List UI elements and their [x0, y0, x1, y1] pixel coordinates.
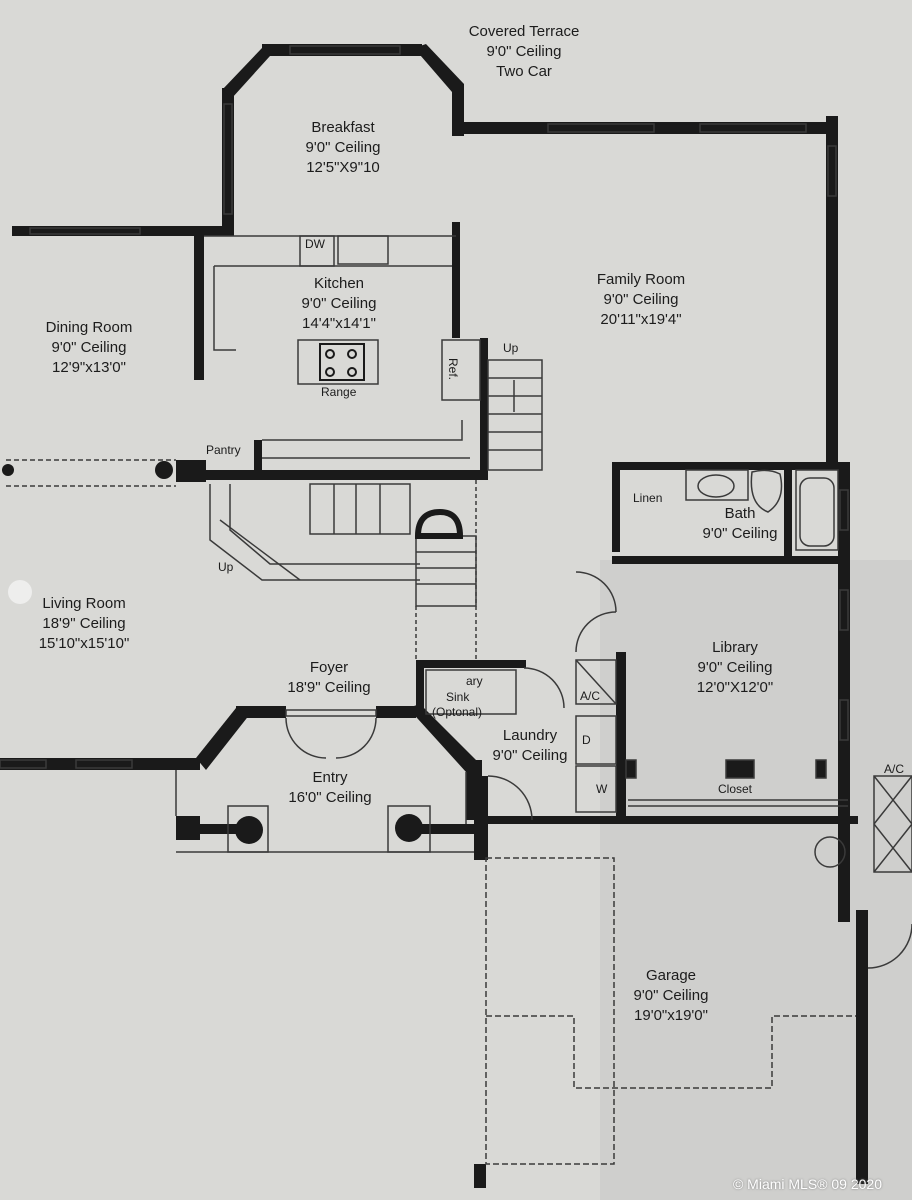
- room-ceiling: 16'0" Ceiling: [288, 789, 372, 806]
- room-ceiling: 18'9" Ceiling: [42, 615, 126, 632]
- column-entry-left: [235, 816, 263, 844]
- range-burners: [319, 343, 365, 381]
- stair-up-living: Up: [218, 560, 234, 574]
- room-entry: Entry 16'0" Ceiling: [288, 768, 371, 808]
- room-ceiling: 9'0" Ceiling: [633, 987, 709, 1004]
- room-ceiling: 9'0" Ceiling: [51, 339, 127, 356]
- room-breakfast: Breakfast 9'0" Ceiling 12'5"X9"10: [306, 118, 381, 178]
- room-size: 12'0"X12'0": [696, 679, 774, 696]
- room-name: Garage: [645, 967, 697, 984]
- room-size: 12'9"x13'0": [52, 359, 126, 376]
- fixture-range: Range: [321, 385, 357, 399]
- room-ceiling: 9'0" Ceiling: [486, 43, 562, 60]
- room-ceiling: 9'0" Ceiling: [603, 291, 679, 308]
- fixture-closet: Closet: [718, 782, 753, 796]
- room-name: Living Room: [42, 595, 126, 612]
- watermark-logo: [8, 580, 32, 604]
- columns: [2, 461, 423, 844]
- fixture-laundry-partial: ary: [466, 674, 483, 688]
- room-name: Breakfast: [311, 119, 375, 136]
- thin-lines: [0, 45, 912, 1165]
- fixture-refrigerator: Ref.: [446, 358, 460, 381]
- room-laundry: Laundry 9'0" Ceiling: [493, 726, 568, 766]
- room-kitchen: Kitchen 9'0" Ceiling 14'4"x14'1": [302, 274, 377, 334]
- room-name: Laundry: [502, 727, 558, 744]
- room-living-room: Living Room 18'9" Ceiling 15'10"x15'10": [39, 594, 130, 654]
- fixture-sink-optional: (Optonal): [432, 705, 483, 719]
- room-name: Entry: [312, 769, 348, 786]
- column-pantry: [155, 461, 173, 479]
- room-size: 20'11"x19'4": [600, 311, 682, 328]
- fixture-pantry: Pantry: [206, 443, 241, 457]
- room-library: Library 9'0" Ceiling 12'0"X12'0": [697, 638, 773, 698]
- watermark: © Miami MLS® 09 2020: [732, 1176, 882, 1192]
- fixture-sink: Sink: [446, 690, 470, 704]
- room-name: Bath: [724, 505, 756, 522]
- fixture-washer: W: [596, 782, 608, 796]
- room-foyer: Foyer 18'9" Ceiling: [287, 658, 370, 698]
- room-ceiling: 9'0" Ceiling: [301, 295, 377, 312]
- room-size: 15'10"x15'10": [38, 635, 130, 652]
- fixture-linen: Linen: [633, 491, 663, 505]
- room-name: Dining Room: [45, 319, 133, 336]
- column-entry-right: [395, 814, 423, 842]
- room-name: Kitchen: [313, 275, 365, 292]
- stair-up-kitchen: Up: [503, 341, 519, 355]
- room-name: Family Room: [596, 271, 686, 288]
- fixture-dryer: D: [582, 733, 591, 747]
- room-size: 19'0"x19'0": [634, 1007, 708, 1024]
- fixture-ac-garage: A/C: [884, 762, 905, 776]
- fixture-dishwasher: DW: [305, 237, 325, 251]
- room-bath: Bath 9'0" Ceiling: [703, 504, 778, 544]
- room-note: Two Car: [496, 63, 552, 80]
- room-name: Foyer: [309, 659, 349, 676]
- room-name: Covered Terrace: [468, 23, 580, 40]
- room-ceiling: 9'0" Ceiling: [697, 659, 773, 676]
- room-ceiling: 9'0" Ceiling: [305, 139, 381, 156]
- room-garage: Garage 9'0" Ceiling 19'0"x19'0": [634, 966, 709, 1026]
- room-size: 12'5"X9"10: [306, 159, 380, 176]
- room-ceiling: 9'0" Ceiling: [492, 747, 568, 764]
- room-covered-terrace: Covered Terrace 9'0" Ceiling Two Car: [469, 22, 580, 82]
- room-ceiling: 18'9" Ceiling: [287, 679, 371, 696]
- room-name: Library: [712, 639, 758, 656]
- room-dining-room: Dining Room 9'0" Ceiling 12'9"x13'0": [46, 318, 133, 378]
- room-size: 14'4"x14'1": [302, 315, 376, 332]
- room-family-room: Family Room 9'0" Ceiling 20'11"x19'4": [597, 270, 685, 330]
- column-left-edge: [2, 464, 14, 476]
- room-ceiling: 9'0" Ceiling: [702, 525, 778, 542]
- fixture-ac-laundry: A/C: [580, 689, 601, 703]
